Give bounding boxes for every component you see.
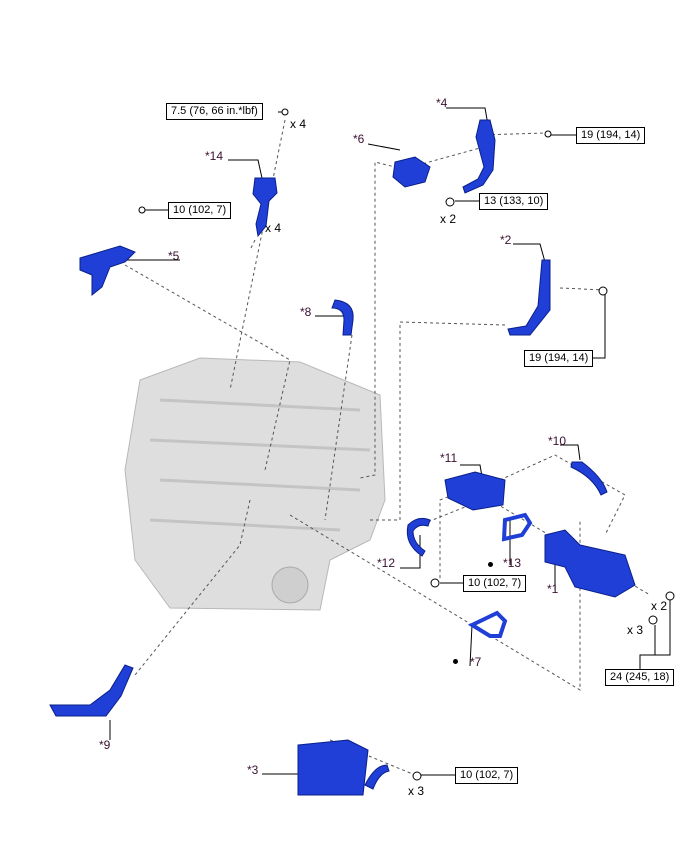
engine-block xyxy=(124,357,386,611)
callout-9: *9 xyxy=(99,738,111,752)
part-5 xyxy=(79,245,136,297)
torque-spec-bolt-part-4: 19 (194, 14) xyxy=(576,127,646,144)
callout-14: *14 xyxy=(205,149,224,163)
torque-spec-bolt-part-2: 19 (194, 14) xyxy=(524,350,594,367)
part-12 xyxy=(406,517,431,557)
part-10 xyxy=(570,461,608,496)
torque-spec-bolt-part-5: 10 (102, 7) xyxy=(168,202,232,219)
torque-spec-bolt-part-11: 10 (102, 7) xyxy=(463,575,527,592)
callout-12: *12 xyxy=(377,556,396,570)
callout-1: *1 xyxy=(547,582,559,596)
bolts xyxy=(138,108,675,781)
torque-spec-bolt-part-14: 7.5 (76, 66 in.*lbf) xyxy=(166,103,263,120)
part-1 xyxy=(544,529,636,598)
callout-6: *6 xyxy=(353,132,365,146)
part-7 xyxy=(467,610,508,638)
callout-5: *5 xyxy=(168,249,180,263)
quantity-label: x 3 xyxy=(627,623,644,637)
quantity-label: x 3 xyxy=(408,784,425,798)
parts xyxy=(49,119,636,796)
callout-3: *3 xyxy=(247,763,259,777)
part-11 xyxy=(444,471,506,511)
non-reusable-mark xyxy=(453,659,458,664)
torque-spec-bolt-part-6: 13 (133, 10) xyxy=(479,193,549,210)
part-2 xyxy=(507,259,551,336)
callout-10: *10 xyxy=(548,434,567,448)
part-6 xyxy=(392,156,431,188)
part-3 xyxy=(297,739,390,796)
quantity-label: x 2 xyxy=(651,599,668,613)
callout-8: *8 xyxy=(300,305,312,319)
quantity-label: x 2 xyxy=(440,212,457,226)
part-13 xyxy=(501,512,533,542)
torque-spec-bolt-part-3: 10 (102, 7) xyxy=(455,767,519,784)
non-reusable-mark xyxy=(488,562,493,567)
callout-13: *13 xyxy=(503,556,522,570)
callout-2: *2 xyxy=(500,233,512,247)
quantity-label: x 4 xyxy=(265,221,282,235)
part-4 xyxy=(462,119,496,194)
part-14 xyxy=(252,177,278,238)
part-8 xyxy=(331,299,354,336)
callout-11: *11 xyxy=(440,451,458,465)
callout-7: *7 xyxy=(470,655,482,669)
quantity-label: x 4 xyxy=(290,117,307,131)
part-9 xyxy=(49,664,134,717)
torque-spec-bolt-part-1: 24 (245, 18) xyxy=(605,669,675,686)
callout-4: *4 xyxy=(436,96,448,110)
